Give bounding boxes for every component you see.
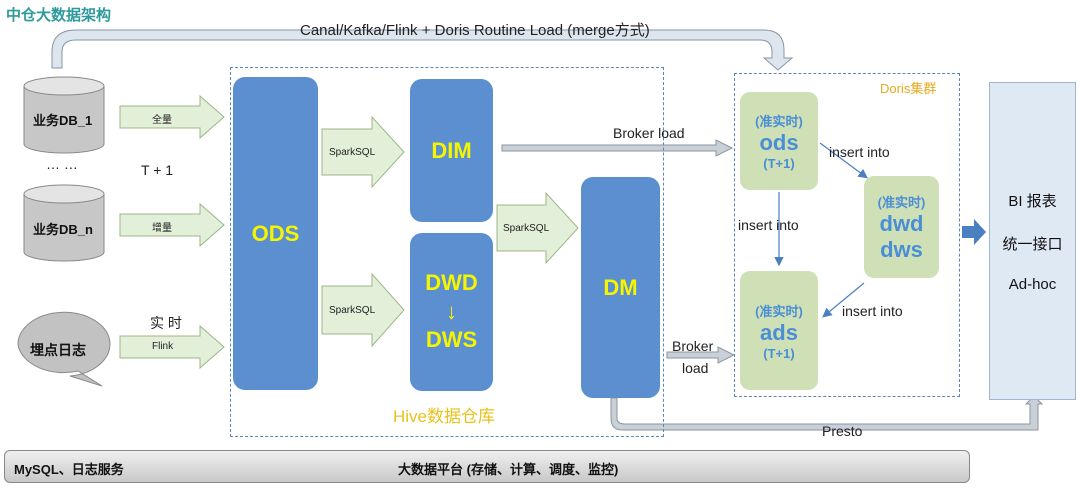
dbn-cylinder-icon [23,184,105,262]
bi-panel: BI 报表 统一接口 Ad-hoc [989,82,1076,400]
hive-dim-block: DIM [410,79,493,222]
incr-arrow-label: 增量 [152,223,172,234]
presto-arrow [610,395,1044,431]
adhoc-label: Ad-hoc [1008,275,1057,293]
flink-arrow-label: Flink [152,341,174,352]
unified-api-label: 统一接口 [1002,235,1063,253]
db1-label: 业务DB_1 [33,113,93,128]
doris-ads-block: (准实时) ads (T+1) [740,271,818,390]
ods-sub: (T+1) [763,156,795,171]
sparksql-label-dwd: SparkSQL [329,305,376,316]
platform-left-label: MySQL、日志服务 [14,462,124,477]
ellipsis-label: … … [46,156,78,172]
bi-report-label: BI 报表 [1008,192,1057,210]
doris-cluster-label: Doris集群 [880,81,937,96]
hive-warehouse-box [230,67,664,437]
down-arrow-icon: ↓ [446,298,457,324]
log-bubble-icon [17,311,111,387]
dwd-label: DWD [425,270,478,296]
hive-dwd-dws-block: DWD ↓ DWS [410,233,493,391]
ods-name: ods [759,130,799,155]
dws-name: dws [880,236,923,262]
dws-label: DWS [425,327,478,353]
full-arrow-label: 全量 [152,115,172,126]
sparksql-arrow-dim [321,115,405,189]
platform-bar [4,450,970,483]
platform-center-label: 大数据平台 (存储、计算、调度、监控) [398,462,619,477]
doris-to-bi-arrow [962,219,986,245]
hive-dm-block: DM [581,177,660,398]
db1-cylinder-icon [23,76,105,154]
dwd-to-ads-arrow [822,282,865,318]
insert-into-label-1: insert into [829,144,890,160]
broker-load-label: Broker load [613,125,685,141]
doris-dwd-dws-block: (准实时) dwd dws [864,176,939,278]
ads-name: ads [760,319,798,345]
flink-arrow [119,324,225,370]
insert-into-label-3: insert into [842,303,903,319]
dbn-label: 业务DB_n [33,222,93,237]
sparksql-label-dim: SparkSQL [329,147,376,158]
broker-label: Broker [672,338,714,354]
log-label: 埋点日志 [30,342,86,358]
sparksql-arrow-dwd [321,272,405,348]
sparksql-arrow-dm [496,191,579,265]
top-flow-label: Canal/Kafka/Flink + Doris Routine Load (… [300,22,650,39]
load-label: load [682,360,709,376]
t-plus-1-label: T + 1 [141,162,174,178]
broker-load-arrow [501,139,734,157]
ads-sub: (T+1) [763,345,795,361]
sparksql-label-dm: SparkSQL [503,223,550,234]
hive-ods-block: ODS [233,77,318,390]
dwd-tag: (准实时) [877,194,926,210]
hive-warehouse-label: Hive数据仓库 [393,407,496,426]
dwd-name: dwd [879,210,924,236]
ods-to-dwd-arrow [819,142,868,179]
ods-tag: (准实时) [755,114,803,129]
doris-cluster-box [734,73,960,397]
page-title: 中仓大数据架构 [6,7,112,24]
doris-ods-block: (准实时) ods (T+1) [740,92,818,190]
presto-label: Presto [822,423,863,439]
realtime-label: 实 时 [150,315,182,331]
ads-tag: (准实时) [755,303,803,319]
broker-arrow [666,346,736,364]
full-arrow [119,94,225,140]
incr-arrow [119,202,225,248]
top-flow-arrow [51,29,794,71]
insert-into-label-2: insert into [738,217,799,233]
